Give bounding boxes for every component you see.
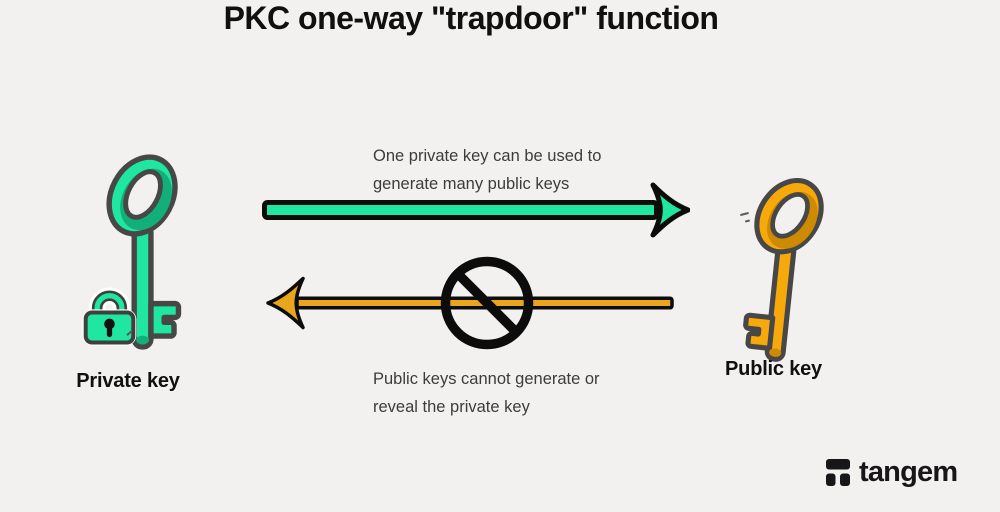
bottom-flow-caption: Public keys cannot generate or reveal th… <box>373 366 600 421</box>
brand-wordmark: tangem <box>859 455 958 488</box>
caption-line: One private key can be used to <box>373 147 602 165</box>
orange-left-arrow-icon <box>266 256 674 350</box>
public-key-label: Public key <box>725 358 822 380</box>
private-key-label: Private key <box>76 370 180 392</box>
padlock-icon <box>82 287 137 346</box>
tangem-logo-icon <box>826 458 850 486</box>
top-flow-caption: One private key can be used to generate … <box>373 143 601 198</box>
caption-line: generate many public keys <box>373 174 570 193</box>
public-key-icon <box>723 172 854 370</box>
caption-line: reveal the private key <box>373 397 530 416</box>
green-right-arrow-icon <box>262 182 690 238</box>
page-title: PKC one-way "trapdoor" function <box>223 0 719 36</box>
prohibition-icon <box>440 256 534 350</box>
caption-line: Public keys cannot generate or <box>373 370 600 388</box>
brand-lockup: tangem <box>826 455 958 488</box>
